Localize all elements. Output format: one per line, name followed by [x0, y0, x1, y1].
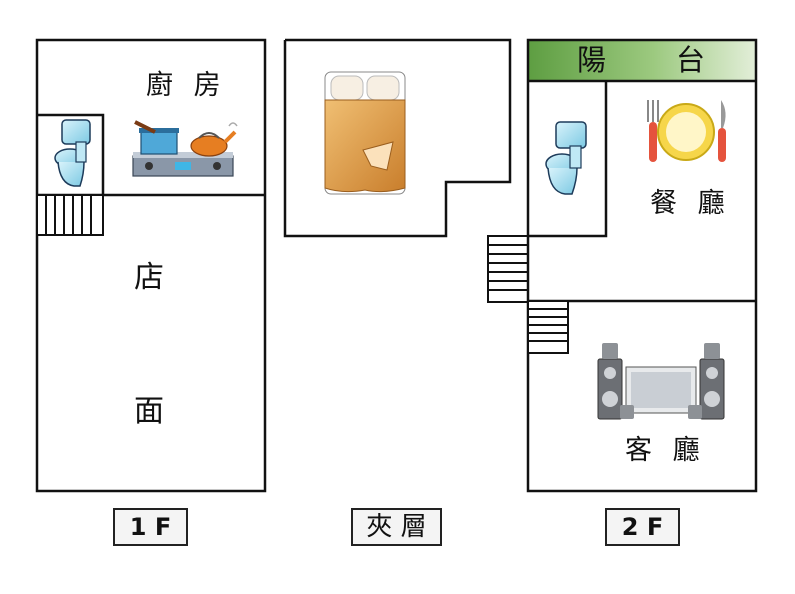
shop-label-bottom: 面	[134, 394, 164, 429]
dining-room-label: 餐 廳	[650, 188, 731, 219]
restroom-wall	[37, 113, 105, 195]
tableware-icon	[647, 100, 726, 162]
balcony-fill	[529, 41, 755, 81]
speaker-system-icon	[597, 343, 725, 420]
mezzanine-plan	[283, 38, 512, 238]
second-floor-outline	[526, 38, 758, 493]
toilet-icon	[545, 121, 587, 195]
floor-tag-1f: 1 F	[113, 508, 188, 546]
shop-label-top: 店	[134, 260, 164, 295]
floor-tag-2f: 2 F	[605, 508, 680, 546]
stove-icon	[132, 120, 238, 177]
floor-tag-mezzanine: 夾 層	[351, 508, 442, 546]
mezzanine-outline	[283, 38, 512, 238]
balcony-label-right: 台	[676, 43, 706, 77]
stairs-icon	[36, 194, 104, 236]
stairs-icon	[487, 235, 529, 303]
balcony-label-left: 陽	[577, 43, 607, 77]
living-room-label: 客 廳	[625, 435, 706, 466]
kitchen-label: 廚 房	[146, 70, 227, 101]
stairs-icon	[527, 300, 569, 354]
bed-icon	[324, 71, 406, 195]
toilet-icon	[54, 119, 91, 187]
first-floor-outline	[35, 38, 267, 493]
restroom-wall-2f	[528, 81, 608, 238]
